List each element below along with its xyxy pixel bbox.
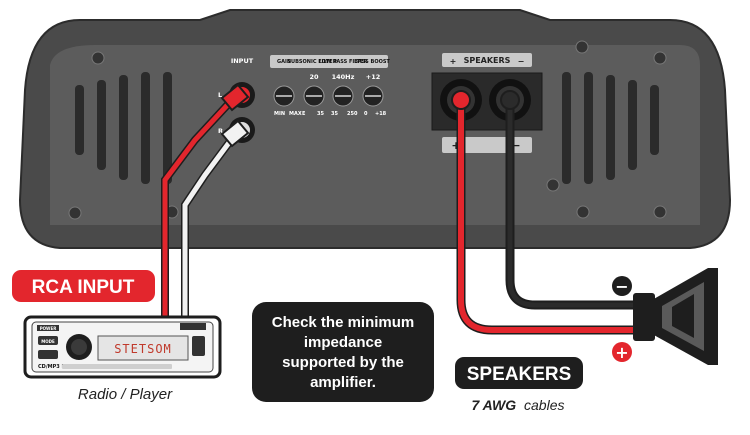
impedance-note: Check the minimum impedance supported by… <box>252 302 434 402</box>
right-vents <box>562 72 659 184</box>
amplifier: INPUT L R GAIN SUBSONIC FILTER LOW PASS … <box>18 9 732 249</box>
speaker-icon <box>633 268 718 365</box>
mode-button[interactable] <box>38 336 58 345</box>
radio-display <box>97 335 189 361</box>
svg-text:−: − <box>615 277 628 296</box>
note-line-3: supported by the <box>282 354 404 371</box>
gain-max-label: MAX <box>289 111 302 117</box>
radio-player: POWER MODE CD/MP3 PLAYER STETSOM <box>23 315 222 379</box>
bass-max-label: +18 <box>375 111 387 117</box>
minus-polarity-icon: − <box>612 276 632 296</box>
note-line-2: impedance <box>304 334 382 351</box>
lowpass-knob[interactable] <box>332 85 354 107</box>
source-button[interactable] <box>38 350 58 359</box>
bass-header: BASS BOOST <box>354 59 390 65</box>
subsonic-max-label: 35 <box>317 111 324 117</box>
rca-plugs <box>220 83 250 148</box>
speakers-header-plus: + <box>450 57 457 66</box>
left-vents <box>75 72 172 184</box>
lowpass-max-label: 250 <box>347 111 358 117</box>
gain-knob[interactable] <box>273 85 295 107</box>
terminal-minus-symbol: − <box>511 139 520 152</box>
terminal-plus-symbol: + <box>451 139 460 152</box>
subsonic-min-label: E <box>302 111 306 117</box>
svg-text:+: + <box>615 343 628 362</box>
lowpass-min-label: 35 <box>331 111 338 117</box>
rca-cables <box>161 96 238 324</box>
radio-caption: Radio / Player <box>78 386 173 403</box>
svg-text:MODE: MODE <box>41 339 55 344</box>
input-label: INPUT <box>231 57 254 65</box>
subsonic-value: 20 <box>309 73 319 81</box>
bass-min-label: 0 <box>364 111 368 117</box>
cd-slot <box>62 364 172 369</box>
gain-min-label: MIN <box>274 111 285 117</box>
cable-gauge: 7 AWG <box>472 397 517 413</box>
speaker-cable-plugs <box>451 90 520 110</box>
plus-polarity-icon: + <box>612 342 632 362</box>
speakers-header-label: SPEAKERS <box>464 56 511 65</box>
speakers-badge: SPEAKERS <box>455 357 583 389</box>
controls-header-bar <box>270 55 388 68</box>
rca-input-badge: RCA INPUT <box>12 270 155 302</box>
screws <box>68 40 667 220</box>
bass-value: +12 <box>366 73 381 81</box>
speaker-cables <box>456 95 645 335</box>
speakers-header-bar <box>442 53 532 67</box>
radio-display-text: STETSOM <box>114 342 172 356</box>
cable-spec: 7 AWG cables <box>472 397 565 413</box>
note-line-1: Check the minimum <box>272 314 415 331</box>
speakers-header-minus: − <box>518 57 525 66</box>
channel-left-label: L <box>218 91 222 99</box>
radio-model-text: CD/MP3 PLAYER <box>38 364 83 370</box>
channel-right-label: R <box>218 127 223 135</box>
eject-button[interactable] <box>192 336 205 356</box>
rca-input-label: RCA INPUT <box>32 277 135 298</box>
svg-text:POWER: POWER <box>40 326 57 331</box>
subsonic-header: SUBSONIC FILTER <box>287 59 336 65</box>
subsonic-knob[interactable] <box>303 85 325 107</box>
lowpass-header: LOW PASS FILTER <box>319 59 368 65</box>
note-line-4: amplifier. <box>310 374 376 391</box>
lowpass-value: 140Hz <box>332 73 355 81</box>
power-button[interactable] <box>37 325 59 331</box>
speakers-label: SPEAKERS <box>467 364 572 385</box>
cable-word: cables <box>524 397 564 413</box>
bass-knob[interactable] <box>362 85 384 107</box>
gain-header: GAIN <box>277 59 291 65</box>
top-right-button[interactable] <box>180 323 206 330</box>
